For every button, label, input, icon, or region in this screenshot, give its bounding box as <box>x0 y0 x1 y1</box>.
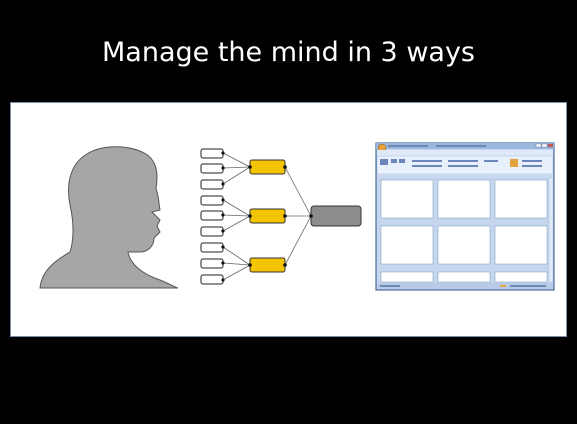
slide-title: Manage the mind in 3 ways <box>102 37 475 68</box>
leaf-box <box>200 226 224 237</box>
leaf-boxes <box>200 148 224 285</box>
root-node <box>310 205 362 227</box>
leaf-box <box>200 210 224 221</box>
leaf-box <box>200 148 224 159</box>
leaf-box <box>200 163 224 174</box>
leaf-box <box>200 195 224 206</box>
leaf-box <box>200 258 224 269</box>
branch-node <box>249 159 286 175</box>
leaf-connector-dots <box>221 151 225 282</box>
branch-node <box>249 208 286 224</box>
branch-node <box>249 257 286 273</box>
branch-nodes <box>249 159 286 273</box>
leaf-box <box>200 179 224 190</box>
head-silhouette-icon <box>39 146 179 289</box>
office-document-window-icon <box>375 142 555 291</box>
mind-map-diagram <box>222 152 312 281</box>
leaf-box <box>200 242 224 253</box>
leaf-box <box>200 274 224 285</box>
